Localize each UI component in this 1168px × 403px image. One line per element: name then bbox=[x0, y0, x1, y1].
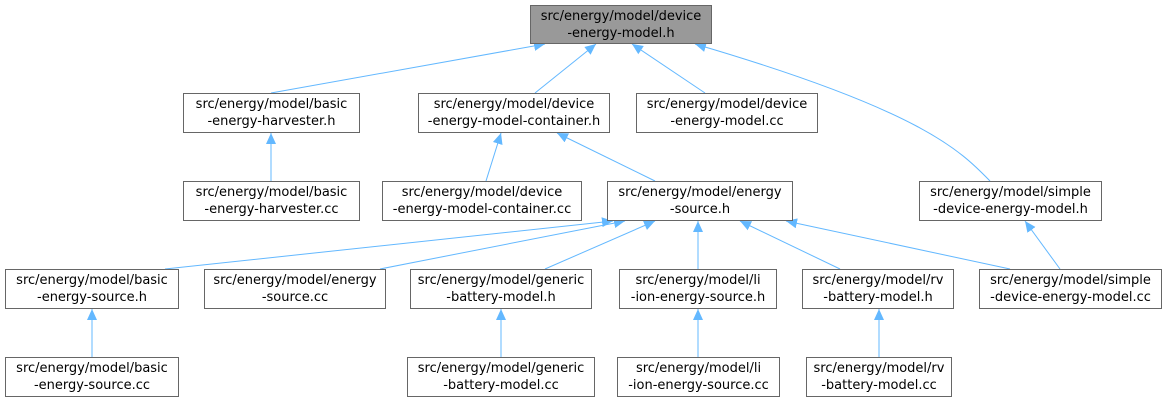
edge-device_model_cc-to-root bbox=[631, 43, 706, 94]
node-label-line1: src/energy/model/generic bbox=[417, 361, 585, 376]
edge-simple_cc-to-energy_source_h bbox=[785, 218, 1011, 270]
node-label-line2: -device-energy-model.cc bbox=[990, 290, 1151, 305]
node-generic-battery-model-h[interactable]: src/energy/model/generic -battery-model.… bbox=[410, 269, 592, 309]
edge-container_cc-to-container_h bbox=[485, 132, 503, 182]
node-label-line1: src/energy/model/rv bbox=[813, 361, 945, 376]
node-label-line1: src/energy/model/basic bbox=[195, 97, 348, 112]
node-label-line1: src/energy/model/simple bbox=[990, 273, 1151, 288]
node-label-line2: -battery-model.cc bbox=[821, 378, 937, 393]
node-label-line1: src/energy/model/energy bbox=[213, 273, 377, 288]
edge-energy_source_h-to-container_h bbox=[556, 132, 656, 182]
node-label-line2: -battery-model.h bbox=[446, 290, 556, 305]
edge-energy_source_cc-to-energy_source_h bbox=[379, 218, 626, 270]
node-label-line1: src/energy/model/rv bbox=[812, 273, 944, 288]
node-label-line1: src/energy/model/energy bbox=[618, 185, 782, 200]
node-basic-energy-harvester-cc[interactable]: src/energy/model/basic -energy-harvester… bbox=[183, 181, 360, 221]
node-label-line2: -energy-model-container.h bbox=[427, 114, 601, 129]
node-label-line2: -battery-model.h bbox=[823, 290, 933, 305]
node-rv-battery-model-cc[interactable]: src/energy/model/rv -battery-model.cc bbox=[806, 357, 952, 397]
edge-rv_h-to-energy_source_h bbox=[739, 220, 841, 270]
node-label-line2: -ion-energy-source.h bbox=[630, 290, 766, 305]
node-basic-energy-source-cc[interactable]: src/energy/model/basic -energy-source.cc bbox=[5, 357, 179, 397]
node-label-line1: src/energy/model/li bbox=[635, 273, 761, 288]
edge-basic_source_h-to-energy_source_h bbox=[164, 217, 614, 270]
node-simple-device-energy-model-h[interactable]: src/energy/model/simple -device-energy-m… bbox=[919, 181, 1102, 221]
node-label-line2: -energy-model.h bbox=[567, 25, 675, 41]
node-rv-battery-model-h[interactable]: src/energy/model/rv -battery-model.h bbox=[802, 269, 954, 309]
node-energy-source-h[interactable]: src/energy/model/energy -source.h bbox=[607, 181, 793, 221]
node-label-line1: src/energy/model/li bbox=[635, 361, 762, 376]
node-label-line2: -battery-model.cc bbox=[443, 378, 559, 393]
node-label-line2: -energy-harvester.h bbox=[207, 114, 336, 129]
node-device-energy-model-h[interactable]: src/energy/model/device -energy-model.h bbox=[530, 5, 712, 44]
node-device-energy-model-container-h[interactable]: src/energy/model/device -energy-model-co… bbox=[418, 93, 610, 133]
node-label-line1: src/energy/model/generic bbox=[417, 273, 585, 288]
node-label-line2: -ion-energy-source.cc bbox=[628, 378, 769, 393]
node-device-energy-model-container-cc[interactable]: src/energy/model/device -energy-model-co… bbox=[382, 181, 582, 221]
node-label-line2: -energy-harvester.cc bbox=[204, 202, 339, 217]
edge-simple_cc-to-simple_h bbox=[1024, 220, 1061, 270]
node-label-line1: src/energy/model/basic bbox=[195, 185, 348, 200]
edge-generic_h-to-energy_source_h bbox=[544, 220, 656, 270]
node-label-line1: src/energy/model/basic bbox=[16, 361, 168, 376]
node-device-energy-model-cc[interactable]: src/energy/model/device -energy-model.cc bbox=[636, 93, 818, 133]
node-label-line1: src/energy/model/device bbox=[401, 185, 563, 200]
node-li-ion-energy-source-h[interactable]: src/energy/model/li -ion-energy-source.h bbox=[619, 269, 777, 309]
edge-simple_h-to-root bbox=[694, 42, 991, 182]
node-label-line2: -device-energy-model.h bbox=[933, 202, 1088, 217]
edge-basic_harvester_h-to-root bbox=[270, 41, 546, 94]
node-label-line1: src/energy/model/device bbox=[646, 97, 808, 112]
node-li-ion-energy-source-cc[interactable]: src/energy/model/li -ion-energy-source.c… bbox=[617, 357, 780, 397]
node-label-line2: -source.h bbox=[669, 202, 731, 217]
node-label-line2: -energy-model.cc bbox=[670, 114, 784, 129]
node-label-line1: src/energy/model/simple bbox=[930, 185, 1091, 200]
node-energy-source-cc[interactable]: src/energy/model/energy -source.cc bbox=[204, 269, 386, 309]
edge-container_h-to-root bbox=[534, 43, 597, 94]
node-basic-energy-harvester-h[interactable]: src/energy/model/basic -energy-harvester… bbox=[183, 93, 360, 133]
node-generic-battery-model-cc[interactable]: src/energy/model/generic -battery-model.… bbox=[407, 357, 595, 397]
node-simple-device-energy-model-cc[interactable]: src/energy/model/simple -device-energy-m… bbox=[979, 269, 1162, 309]
node-label-line2: -source.cc bbox=[261, 290, 329, 305]
node-label-line1: src/energy/model/basic bbox=[16, 273, 168, 288]
node-label-line1: src/energy/model/device bbox=[433, 97, 595, 112]
node-label-line2: -energy-source.cc bbox=[33, 378, 151, 393]
node-label-line2: -energy-source.h bbox=[37, 290, 147, 305]
node-basic-energy-source-h[interactable]: src/energy/model/basic -energy-source.h bbox=[5, 269, 179, 309]
node-label-line1: src/energy/model/device bbox=[540, 8, 702, 24]
node-label-line2: -energy-model-container.cc bbox=[392, 202, 572, 217]
